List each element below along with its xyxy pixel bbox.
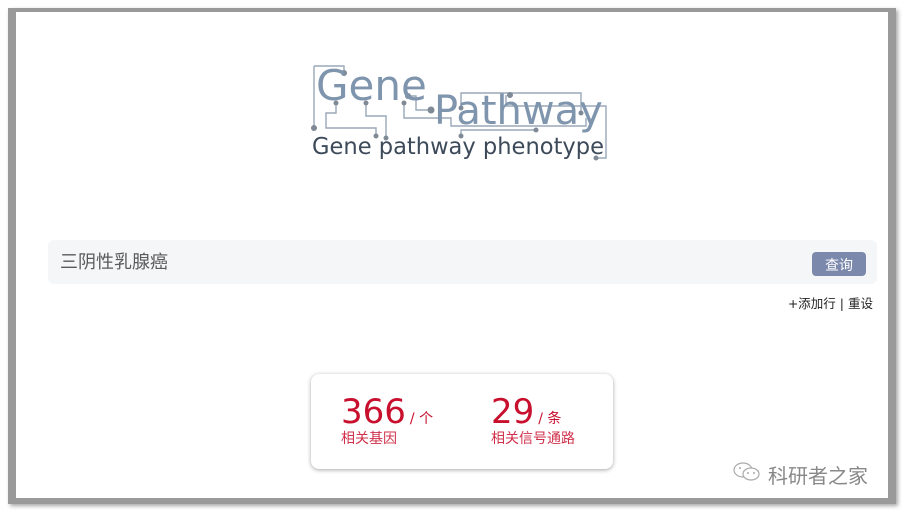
- search-input[interactable]: [58, 246, 762, 280]
- query-button[interactable]: 查询: [812, 252, 866, 276]
- stat-genes-unit: / 个: [409, 411, 434, 427]
- logo-subtitle: Gene pathway phenotype: [312, 134, 604, 160]
- stat-pathways-unit: / 条: [538, 411, 562, 427]
- stat-genes-value: 366: [341, 392, 406, 432]
- separator: |: [839, 296, 844, 311]
- wechat-icon: [732, 460, 762, 489]
- add-row-link[interactable]: +添加行: [787, 296, 836, 311]
- gene-pathway-logo: Gene Pathway Gene pathway phenotype: [296, 48, 626, 168]
- stats-card: 366/ 个 相关基因 29/ 条 相关信号通路: [311, 374, 613, 469]
- search-bar: [48, 240, 877, 284]
- logo-gene-text: Gene: [316, 61, 427, 110]
- stat-pathways[interactable]: 29/ 条 相关信号通路: [491, 394, 575, 448]
- watermark-text: 科研者之家: [768, 464, 868, 488]
- stat-genes-label: 相关基因: [341, 431, 397, 447]
- logo-pathway-text: Pathway: [434, 88, 603, 134]
- stat-pathways-label: 相关信号通路: [491, 431, 575, 447]
- watermark: 科研者之家: [732, 460, 868, 489]
- stat-genes[interactable]: 366/ 个 相关基因: [341, 394, 433, 448]
- row-actions: +添加行 | 重设: [788, 293, 873, 312]
- stat-pathways-value: 29: [491, 392, 535, 432]
- reset-link[interactable]: 重设: [847, 296, 873, 311]
